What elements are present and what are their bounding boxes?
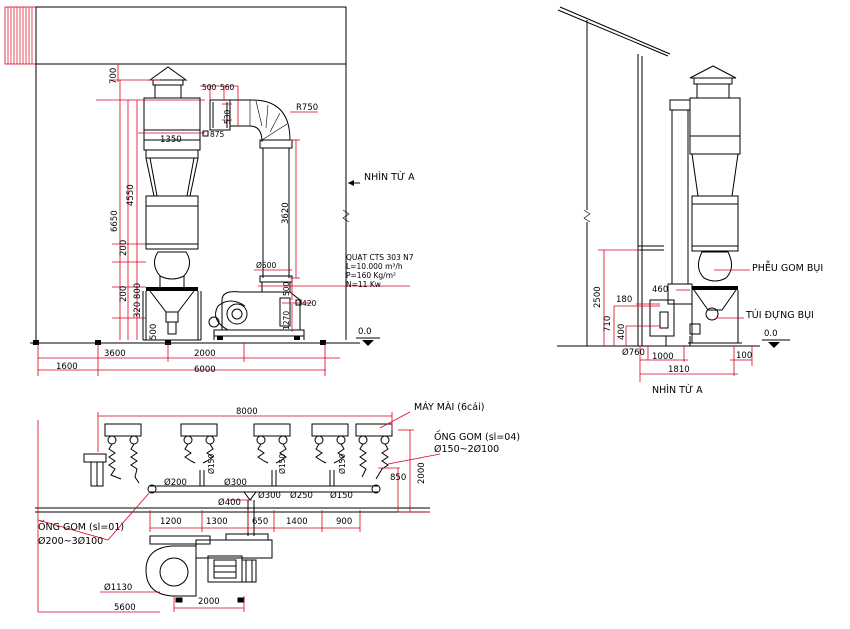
level-marker-right <box>762 339 790 348</box>
caption-right-view: NHÌN TỪ A <box>652 384 703 396</box>
dim-2000: 2000 <box>194 349 216 359</box>
dim-500-base: 500 <box>149 324 159 340</box>
dim-650: 650 <box>252 517 268 527</box>
pipe-d300-b: Ø300 <box>258 490 281 501</box>
level-label-left: 0.0 <box>358 327 372 337</box>
label-pipe-group-1: ỐNG GOM (sl=01) <box>38 520 124 533</box>
dim-100: 100 <box>736 351 752 361</box>
fan-spec-line-3: P=160 Kg/m² <box>346 271 396 280</box>
dim-2000-vert: 2000 <box>417 462 427 484</box>
plan-fan <box>145 533 273 603</box>
dim-1270: 1270 <box>282 311 291 330</box>
dim-460: 460 <box>652 285 668 295</box>
cyclone-tower-side <box>688 65 742 344</box>
dim-r750: R750 <box>296 103 318 113</box>
dim-420-box <box>295 299 302 306</box>
grinding-machines <box>104 423 393 445</box>
dim-200-a: 200 <box>119 240 129 256</box>
label-dust-bag: TÚI ĐỰNG BỤI <box>745 309 814 321</box>
dim-2500: 2500 <box>593 286 603 308</box>
pipe-d150-b: Ø150 <box>207 454 216 474</box>
pipe-d300-a: Ø300 <box>224 477 247 488</box>
dim-1600: 1600 <box>56 362 78 372</box>
building-roof-hatch <box>4 6 37 65</box>
pipe-d150-a: Ø150 <box>330 490 353 501</box>
plan-view: 8000 2000 850 1200 1300 650 1400 900 200… <box>35 401 520 613</box>
dim-1000: 1000 <box>652 352 674 362</box>
dim-875-box <box>202 130 209 137</box>
side-duct <box>649 99 701 346</box>
dim-875: 875 <box>210 130 225 139</box>
dim-1350: 1350 <box>160 135 182 145</box>
ground-markers <box>33 340 326 345</box>
left-elevation: 0.0 NHÌN TỪ A 700 500 560 530 1350 875 6… <box>4 6 415 376</box>
level-label-right: 0.0 <box>764 329 778 339</box>
pipe-d200: Ø200 <box>164 477 187 488</box>
dim-400: 400 <box>617 324 627 340</box>
dim-1400: 1400 <box>286 517 308 527</box>
view-arrow-label: NHÌN TỪ A <box>364 171 415 183</box>
flex-hoses <box>108 443 389 484</box>
dim-530: 530 <box>223 109 232 124</box>
dim-560: 560 <box>220 83 235 92</box>
dim-180: 180 <box>616 295 632 305</box>
dim-3620: 3620 <box>281 202 291 224</box>
label-pipe-group-4-size: Ø150~2Ø100 <box>434 444 499 455</box>
dim-1200: 1200 <box>160 517 182 527</box>
dim-500-top: 500 <box>202 83 217 92</box>
label-pipe-group-1-size: Ø200~3Ø100 <box>38 536 103 547</box>
pipe-d400: Ø400 <box>218 497 241 508</box>
pipe-d150-c: Ø150 <box>278 454 287 474</box>
dim-700: 700 <box>109 68 119 84</box>
dim-900: 900 <box>336 517 352 527</box>
dim-710: 710 <box>603 316 613 332</box>
dim-5600: 5600 <box>114 603 136 613</box>
right-dim-lines <box>598 249 753 382</box>
fan-spec-line-1: QUẠT CTS 303 N7 <box>346 253 414 262</box>
dim-420: 420 <box>302 299 317 308</box>
roof-line-right <box>557 9 669 57</box>
fan-spec: QUẠT CTS 303 N7 L=10.000 m³/h P=160 Kg/m… <box>346 253 414 289</box>
dim-500-fan: 500 <box>282 281 291 296</box>
dim-d500: Ø500 <box>256 261 276 270</box>
dim-d760: Ø760 <box>622 347 645 358</box>
level-marker-left <box>356 337 380 346</box>
label-pipe-group-4: ỐNG GOM (sl=04) <box>434 430 520 443</box>
fan-spec-line-2: L=10.000 m³/h <box>346 262 403 271</box>
dim-6650: 6650 <box>110 210 120 232</box>
dim-2000-plan: 2000 <box>198 597 220 607</box>
plan-cyclone <box>83 453 107 487</box>
duct-elbow <box>209 99 293 293</box>
right-elevation: 0.0 2500 180 460 710 400 Ø760 1000 1810 … <box>557 6 823 396</box>
cyclone-tower <box>142 66 202 341</box>
label-grinding-machines: MÁY MÀI (6cái) <box>414 401 484 413</box>
left-dim-lines <box>37 64 410 376</box>
pipe-d150-d: Ø150 <box>338 454 347 474</box>
building-roof-line <box>35 6 347 222</box>
dim-1810: 1810 <box>668 365 690 375</box>
pipe-d250: Ø250 <box>290 490 313 501</box>
dim-8000: 8000 <box>236 407 258 417</box>
fan-unit <box>208 291 305 340</box>
view-arrow-a <box>348 180 360 186</box>
main-collector-pipe <box>147 470 381 536</box>
dim-4550: 4550 <box>126 184 136 206</box>
plan-dim-lines <box>37 411 441 613</box>
dim-1300: 1300 <box>206 517 228 527</box>
dim-850: 850 <box>390 473 406 483</box>
dim-200-b: 200 <box>119 286 129 302</box>
dim-d1130: Ø1130 <box>104 582 132 593</box>
dim-320-800: 320 800 <box>133 283 143 318</box>
fan-spec-line-4: N=11 Kw <box>346 280 381 289</box>
dim-3600: 3600 <box>104 349 126 359</box>
dim-6000: 6000 <box>194 365 216 375</box>
break-symbol <box>342 209 350 223</box>
label-hopper: PHỄU GOM BỤI <box>752 261 823 274</box>
